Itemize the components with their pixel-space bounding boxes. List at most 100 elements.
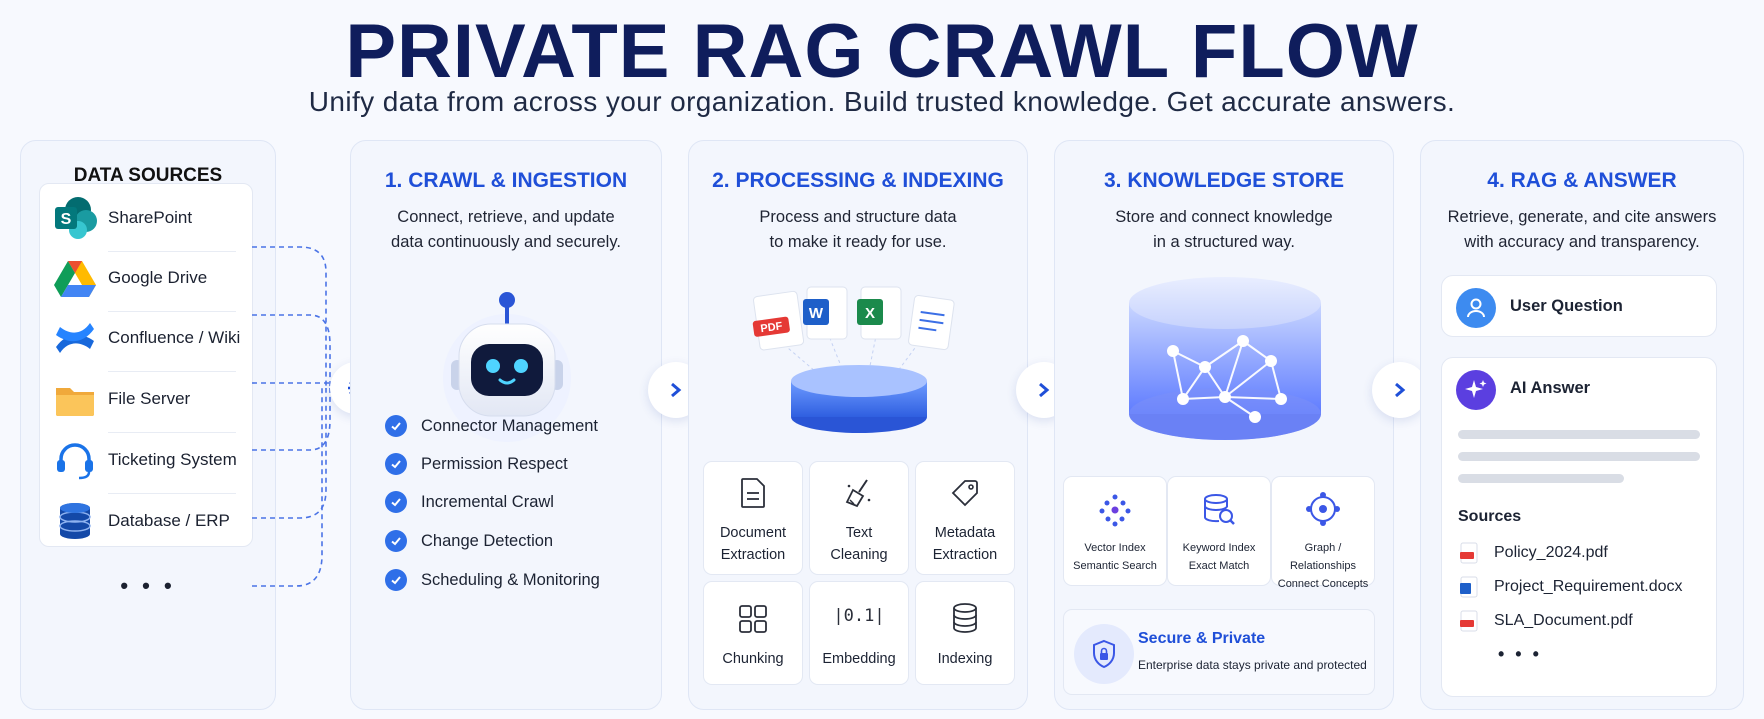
rag-desc-line1: Retrieve, generate, and cite answers (1447, 208, 1717, 226)
tag-icon (951, 480, 978, 507)
more-sources-dots: • • • (120, 573, 176, 598)
check-label: Incremental Crawl (421, 492, 554, 511)
ai-answer-label: AI Answer (1510, 379, 1591, 397)
knowledge-desc: Store and connect knowledge in a structu… (1055, 205, 1393, 255)
source-file-name: SLA_Document.pdf (1494, 612, 1633, 629)
source-label: Confluence / Wiki (108, 328, 241, 347)
arrow-to-rag (1372, 362, 1428, 418)
pdf-file-icon (1460, 610, 1478, 632)
source-file-row[interactable]: Project_Requirement.docx (1460, 576, 1683, 598)
source-file-name: Policy_2024.pdf (1494, 544, 1608, 561)
answer-placeholder-line (1458, 430, 1700, 439)
google-drive-icon (54, 261, 96, 297)
source-item-database[interactable]: Database / ERP (40, 487, 252, 555)
tile-chunking: Chunking (703, 581, 803, 685)
secure-desc: Enterprise data stays private and protec… (1138, 658, 1367, 672)
knowledge-title: 3. KNOWLEDGE STORE (1104, 169, 1344, 192)
shield-lock-icon (1093, 639, 1115, 669)
source-item-confluence[interactable]: Confluence / Wiki (40, 304, 252, 372)
shield-badge (1074, 624, 1134, 684)
user-question-label: User Question (1510, 297, 1623, 315)
excel-file-icon: X (865, 305, 875, 322)
source-item-ticketing[interactable]: Ticketing System (40, 426, 252, 494)
source-label: Google Drive (108, 268, 208, 287)
rag-desc-line2: with accuracy and transparency. (1464, 233, 1700, 251)
document-icon (741, 478, 765, 508)
chevron-right-icon (1395, 382, 1406, 398)
more-sources-dots: • • • (1498, 644, 1542, 664)
ai-answer-card: AI Answer Sources Policy_2024.pdf Projec… (1441, 357, 1717, 697)
data-sources-title: DATA SOURCES (73, 165, 223, 186)
sparkle-icon (1465, 380, 1487, 398)
crawl-desc-line1: Connect, retrieve, and update (397, 208, 615, 226)
chevron-right-icon (1039, 382, 1050, 398)
check-item: Permission Respect (385, 453, 568, 475)
check-item: Incremental Crawl (385, 491, 554, 513)
source-item-google-drive[interactable]: Google Drive (40, 244, 252, 312)
pdf-file-icon (1460, 542, 1478, 564)
sharepoint-icon: S (55, 197, 97, 239)
user-avatar (1456, 288, 1496, 328)
rag-panel: 4. RAG & ANSWER Retrieve, generate, and … (1420, 140, 1744, 710)
rag-desc: Retrieve, generate, and cite answers wit… (1421, 205, 1743, 255)
processing-desc-line1: Process and structure data (759, 208, 957, 226)
processing-panel: 2. PROCESSING & INDEXING Process and str… (688, 140, 1028, 710)
page-subtitle: Unify data from across your organization… (308, 86, 1456, 117)
database-icon (953, 603, 977, 633)
check-label: Connector Management (421, 416, 599, 435)
check-icon (385, 415, 407, 437)
confluence-icon (56, 323, 94, 353)
check-label: Permission Respect (421, 454, 568, 473)
chevron-right-icon (671, 382, 682, 398)
word-file-icon (1460, 576, 1478, 598)
headset-icon (57, 443, 93, 480)
processing-title: 2. PROCESSING & INDEXING (712, 169, 1004, 192)
check-label: Scheduling & Monitoring (421, 570, 600, 589)
tile-label: Indexing (937, 651, 993, 667)
source-item-file-server[interactable]: File Server (40, 365, 252, 433)
ai-avatar (1456, 370, 1496, 410)
crawl-title: 1. CRAWL & INGESTION (384, 169, 628, 192)
vector-icon: |0.1| (833, 606, 885, 626)
check-icon (385, 530, 407, 552)
processing-desc: Process and structure data to make it re… (689, 205, 1027, 255)
word-file-icon: W (809, 305, 824, 322)
user-icon (1467, 298, 1485, 318)
broom-icon (845, 479, 871, 508)
knowledge-desc-line2: in a structured way. (1153, 233, 1295, 251)
source-file-row[interactable]: SLA_Document.pdf (1460, 610, 1633, 632)
source-file-row[interactable]: Policy_2024.pdf (1460, 542, 1608, 564)
robot-icon (431, 292, 583, 446)
source-file-name: Project_Requirement.docx (1494, 578, 1683, 595)
data-sources-panel: DATA SOURCES S SharePoint Google Drive (20, 140, 276, 710)
crawl-desc: Connect, retrieve, and update data conti… (351, 205, 661, 255)
svg-text:S: S (61, 211, 72, 228)
user-question-card: User Question (1441, 275, 1717, 337)
grid-icon (739, 605, 767, 633)
folder-icon (56, 388, 94, 416)
data-sources-list: S SharePoint Google Drive Confluence / W… (39, 183, 253, 547)
source-item-sharepoint[interactable]: S SharePoint (40, 184, 252, 252)
graph-icon (1306, 492, 1340, 526)
crawl-panel: 1. CRAWL & INGESTION Connect, retrieve, … (350, 140, 662, 710)
database-icon (59, 503, 91, 539)
pdf-file-icon: PDF (760, 320, 784, 335)
keyword-db-icon (1204, 494, 1235, 525)
knowledge-graph-cylinder (1129, 277, 1321, 440)
answer-placeholder-line (1458, 474, 1624, 483)
check-label: Change Detection (421, 531, 554, 550)
source-label: SharePoint (108, 208, 193, 227)
source-label: File Server (108, 389, 191, 408)
